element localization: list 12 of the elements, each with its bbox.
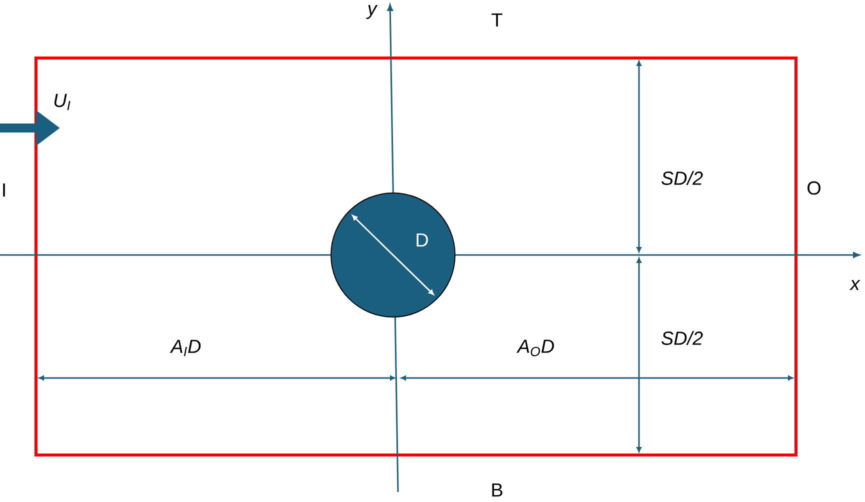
dimension-label: A$_{O}$D: [516, 340, 554, 356]
axis-label: y: [366, 5, 378, 19]
dimension-label: SD/2: [662, 331, 703, 345]
axis-label: x: [850, 280, 860, 290]
boundary-label: T: [492, 14, 502, 26]
dimension-label: A$_{I}$D: [170, 340, 201, 356]
boundary-label: I: [3, 184, 5, 196]
boundary-label: O: [808, 181, 820, 195]
cylinder: D: [330, 192, 456, 318]
velocity-label: U$_{I}$: [54, 94, 70, 110]
dimension-label: SD/2: [662, 171, 703, 185]
boundary-label: B: [492, 483, 502, 496]
